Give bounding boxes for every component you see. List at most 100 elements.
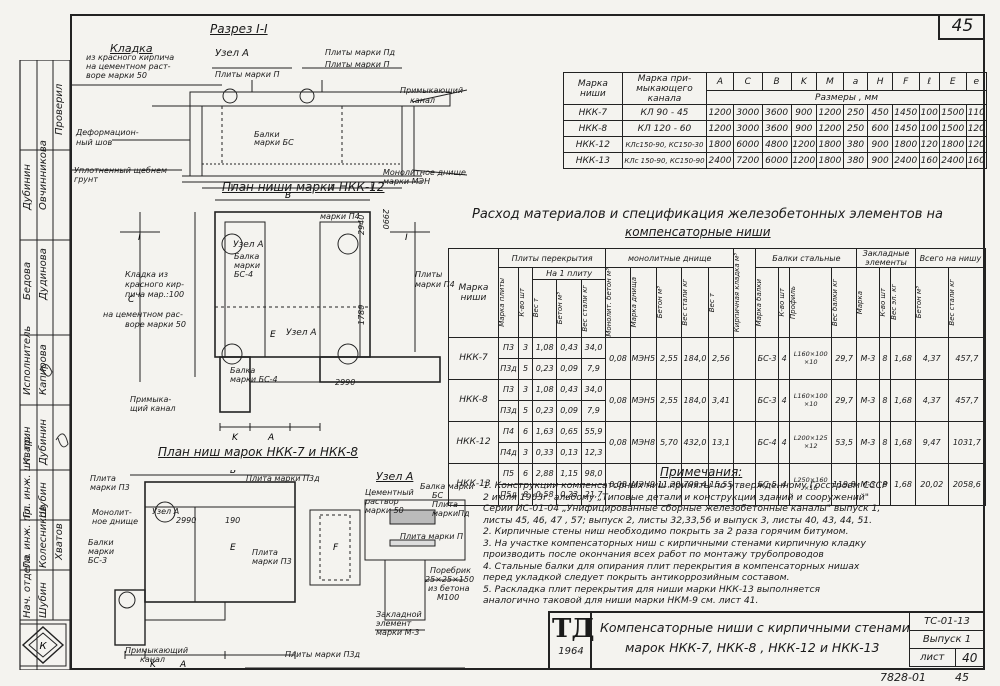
dims-header-channel: Марка при- мыкающего канала bbox=[621, 72, 708, 105]
spec-h-bqty: К-во шт bbox=[777, 287, 786, 317]
spec-h-eqty: К-во шт bbox=[878, 287, 887, 317]
dims-cell: 2400 bbox=[891, 152, 920, 169]
archive-number: 7828-01 bbox=[880, 671, 926, 684]
spec-cell: 0,43 bbox=[556, 336, 582, 359]
label-border2: 25×25×150 bbox=[425, 575, 475, 584]
spec-cell: П4д bbox=[497, 441, 520, 464]
svg-text:A: A bbox=[267, 433, 274, 443]
label-plate-p3-2: Плита bbox=[252, 548, 278, 557]
spec-h-total: Всего на нишу bbox=[914, 248, 987, 268]
spec-cell: 0,23 bbox=[531, 357, 558, 380]
spec-cell: М-3 bbox=[856, 378, 880, 422]
dim-2990-78: 2990 bbox=[176, 516, 197, 525]
label-plate-p3-2b: марки П3 bbox=[252, 557, 292, 566]
dimensions-table: Марка ниши Марка при- мыкающего канала A… bbox=[563, 72, 988, 169]
spec-cell: L200×125 ×12 bbox=[789, 420, 832, 464]
spec-cell: П4 bbox=[497, 420, 520, 443]
side-role-1: Бедова bbox=[22, 261, 33, 300]
spec-cell: П3 bbox=[497, 378, 520, 401]
dim-2990b: 2990 bbox=[335, 378, 356, 387]
label-bottom: Монолитное днище bbox=[383, 168, 466, 177]
spec-cell: 0,33 bbox=[531, 441, 558, 464]
spec-h-emark: Марка bbox=[856, 290, 865, 314]
dims-cell: НКК-7 bbox=[563, 104, 623, 121]
dims-cell: 1200 bbox=[816, 104, 844, 121]
spec-h-tsteel: Вес стали кг bbox=[947, 279, 956, 326]
spec-title-2: компенсаторные ниши bbox=[625, 225, 771, 239]
plan-nkk78-drawing: B E F K A bbox=[114, 470, 466, 670]
label-adjoining: Примыкающий bbox=[400, 86, 464, 95]
dims-cell: 1450 bbox=[891, 104, 920, 121]
spec-h-embedded: Закладные элементы bbox=[856, 248, 916, 268]
spec-cell: 0,09 bbox=[556, 357, 582, 380]
spec-cell: 3,41 bbox=[707, 378, 735, 422]
label-beams-bs3c: БС-3 bbox=[88, 556, 108, 565]
label-plates-p4: Плиты bbox=[415, 270, 443, 279]
dims-cell: КЛс 150-90, КС150-90 bbox=[621, 152, 708, 169]
dims-cell: КЛ 90 - 45 bbox=[621, 104, 708, 121]
spec-cell: БС-3 bbox=[755, 378, 779, 422]
note-line: производить после окончания всех работ п… bbox=[483, 549, 824, 560]
dims-cell: 450 bbox=[867, 104, 893, 121]
dims-header-a2: a bbox=[842, 72, 869, 91]
dims-cell: 6000 bbox=[761, 152, 792, 169]
label-node-a-78: Узел А bbox=[152, 507, 180, 516]
label-plate-p: Плита bbox=[432, 500, 458, 509]
spec-cell: 0,08 bbox=[605, 462, 631, 506]
spec-cell: 2,55 bbox=[655, 336, 683, 380]
spec-cell: 0,13 bbox=[556, 441, 582, 464]
label-cement: Цементный bbox=[365, 488, 414, 497]
svg-text:E: E bbox=[230, 543, 236, 553]
dims-cell: НКК-13 bbox=[563, 152, 623, 169]
svg-text:B: B bbox=[230, 470, 236, 476]
dims-cell: 4800 bbox=[761, 136, 792, 153]
side-role-2: Исполнитель bbox=[22, 325, 33, 395]
label-plan-masonry4: на цементном рас- bbox=[103, 310, 183, 319]
label-expansion: Деформацион- bbox=[76, 128, 139, 137]
spec-cell: 0,08 bbox=[605, 420, 631, 464]
spec-cell: 184,0 bbox=[681, 378, 709, 422]
svg-text:I: I bbox=[405, 233, 408, 243]
label-border4: М100 bbox=[437, 593, 460, 602]
spec-h-brick: Кирпичная кладка м³ bbox=[733, 253, 742, 333]
label-beam1: Балка bbox=[234, 252, 260, 261]
spec-cell: П3д bbox=[497, 399, 520, 422]
label-adjoining2: канал bbox=[410, 96, 435, 105]
svg-text:B: B bbox=[285, 192, 291, 201]
dims-cell: 1800 bbox=[816, 136, 844, 153]
dims-header-a: A bbox=[706, 72, 734, 91]
label-border3: из бетона bbox=[428, 584, 470, 593]
label-embed3: марки М-3 bbox=[376, 628, 420, 637]
dims-cell: 900 bbox=[790, 104, 818, 121]
dims-cell: 1800 bbox=[816, 152, 844, 169]
spec-cell: П3д bbox=[497, 357, 520, 380]
spec-niche: НКК-12 bbox=[448, 420, 499, 464]
dim-190: 190 bbox=[225, 516, 241, 525]
spec-h-mono: монолитные днище bbox=[605, 248, 735, 268]
spec-h-niche: Марка ниши bbox=[448, 248, 499, 338]
spec-cell: 0,08 bbox=[605, 378, 631, 422]
sheet-number: 45 bbox=[938, 14, 985, 40]
label-beams: Балки bbox=[254, 130, 280, 139]
spec-cell: 1,08 bbox=[531, 336, 558, 359]
dims-header-e2: e bbox=[965, 72, 988, 91]
svg-text:A: A bbox=[179, 660, 186, 670]
spec-cell: 0,23 bbox=[531, 399, 558, 422]
spec-cell: 13,1 bbox=[707, 420, 735, 464]
note-line: листы 45, 46, 47 , 57; выпуск 2, листы 3… bbox=[483, 514, 873, 526]
dims-header-b: B bbox=[761, 72, 792, 91]
label-crushed2: грунт bbox=[74, 175, 98, 184]
label-adjoining-p1: Примыка- bbox=[130, 395, 172, 404]
spec-cell: 0,08 bbox=[605, 336, 631, 380]
label-bottom2: марки МЭН bbox=[383, 177, 431, 186]
side-name-2: Капирова bbox=[38, 344, 49, 395]
dims-cell: 600 bbox=[867, 120, 893, 137]
spec-cell: 8 bbox=[878, 420, 892, 464]
spec-cell: 6 bbox=[518, 420, 533, 443]
dims-cell: 250 bbox=[842, 120, 869, 137]
dims-header-niche: Марка ниши bbox=[563, 72, 623, 105]
label-plate-p3: Плита bbox=[90, 474, 116, 483]
stamp-logo: ТД 1964 bbox=[552, 612, 594, 668]
spec-cell: 4 bbox=[777, 336, 791, 380]
spec-cell: 119,8 bbox=[830, 462, 858, 506]
